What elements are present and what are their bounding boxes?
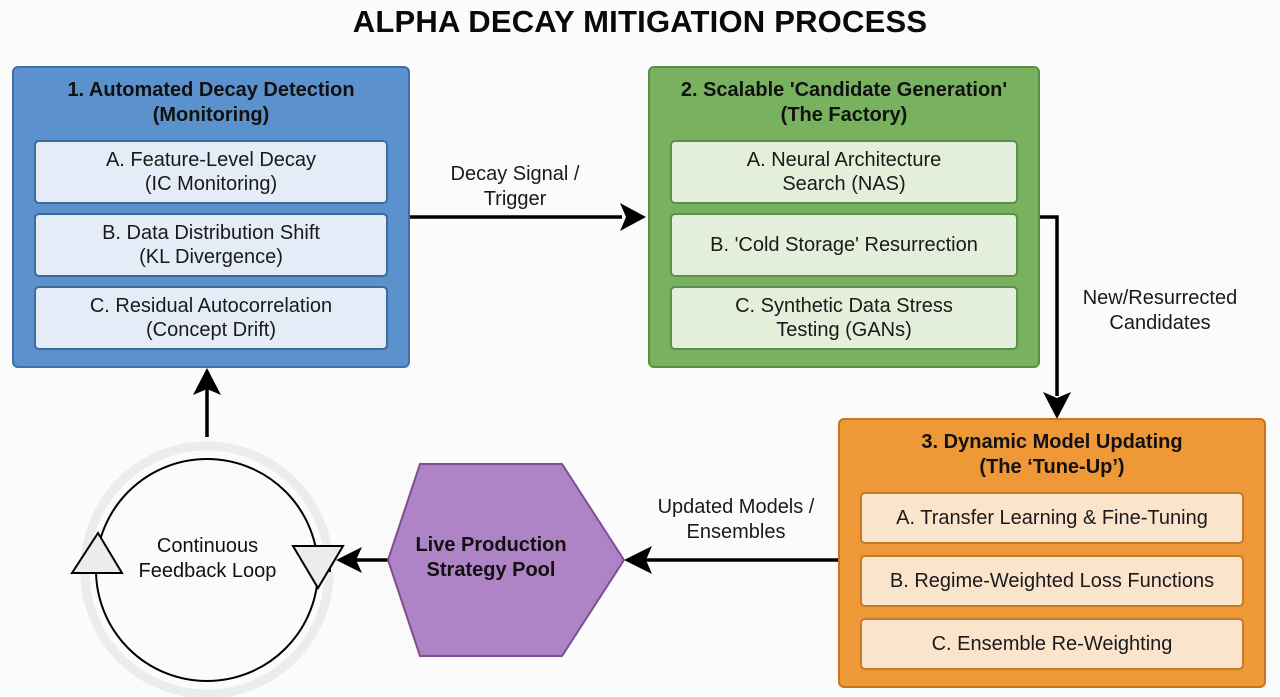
detection-item-residual-autocorrelation: C. Residual Autocorrelation(Concept Drif… xyxy=(34,286,388,350)
arrow-generation-to-updating xyxy=(1040,215,1071,419)
label-line: Continuous xyxy=(156,535,259,557)
stage-updating-heading: 3. Dynamic Model Updating (The ‘Tune-Up’… xyxy=(840,420,1264,480)
item-line: Search (NAS) xyxy=(782,173,906,195)
label-line: Decay Signal / xyxy=(450,163,580,185)
item-line: A. Transfer Learning & Fine-Tuning xyxy=(896,507,1208,529)
arrow-updating-to-pool xyxy=(624,546,838,574)
label-line: New/Resurrected xyxy=(1082,287,1238,309)
heading-line: 1. Automated Decay Detection xyxy=(67,79,355,101)
updating-item-ensemble-reweighting: C. Ensemble Re-Weighting xyxy=(860,618,1244,670)
detection-item-feature-decay: A. Feature-Level Decay(IC Monitoring) xyxy=(34,140,388,204)
stage-generation-panel: 2. Scalable 'Candidate Generation' (The … xyxy=(648,66,1040,368)
heading-line: (The ‘Tune-Up’) xyxy=(979,456,1125,478)
diagram-title: ALPHA DECAY MITIGATION PROCESS xyxy=(352,4,928,39)
arrow-detection-to-generation xyxy=(410,203,646,231)
item-line: B. 'Cold Storage' Resurrection xyxy=(710,234,978,256)
updating-item-transfer-learning: A. Transfer Learning & Fine-Tuning xyxy=(860,492,1244,544)
arrow-pool-to-loop xyxy=(336,547,388,573)
label-line: Strategy Pool xyxy=(426,559,556,581)
cycle-arrows-icon xyxy=(70,441,345,697)
item-line: B. Data Distribution Shift xyxy=(102,222,320,244)
label-line: Live Production xyxy=(415,534,567,556)
generation-item-cold-storage: B. 'Cold Storage' Resurrection xyxy=(670,213,1018,277)
item-line: B. Regime-Weighted Loss Functions xyxy=(889,570,1215,592)
candidates-label: New/Resurrected Candidates xyxy=(1060,286,1260,336)
item-line: (IC Monitoring) xyxy=(144,173,278,195)
stage-detection-heading: 1. Automated Decay Detection (Monitoring… xyxy=(14,68,408,128)
feedback-loop-label: Continuous Feedback Loop xyxy=(110,534,305,584)
item-line: C. Synthetic Data Stress xyxy=(735,295,953,317)
item-line: C. Ensemble Re-Weighting xyxy=(931,633,1173,655)
label-line: Trigger xyxy=(483,188,547,210)
heading-line: 2. Scalable 'Candidate Generation' xyxy=(680,79,1008,101)
strategy-pool-label: Live Production Strategy Pool xyxy=(386,533,596,583)
decay-signal-label: Decay Signal / Trigger xyxy=(420,162,610,212)
stage-generation-heading: 2. Scalable 'Candidate Generation' (The … xyxy=(650,68,1038,128)
heading-line: (Monitoring) xyxy=(152,104,270,126)
item-line: A. Neural Architecture xyxy=(746,149,942,171)
heading-line: (The Factory) xyxy=(780,104,908,126)
label-line: Feedback Loop xyxy=(138,560,277,582)
item-line: (Concept Drift) xyxy=(145,319,276,341)
heading-line: 3. Dynamic Model Updating xyxy=(921,431,1183,453)
label-line: Candidates xyxy=(1109,312,1211,334)
updating-item-regime-loss: B. Regime-Weighted Loss Functions xyxy=(860,555,1244,607)
item-line: Testing (GANs) xyxy=(776,319,912,341)
stage-detection-panel: 1. Automated Decay Detection (Monitoring… xyxy=(12,66,410,368)
stage-updating-panel: 3. Dynamic Model Updating (The ‘Tune-Up’… xyxy=(838,418,1266,688)
strategy-pool-hexagon xyxy=(386,463,626,657)
item-line: (KL Divergence) xyxy=(139,246,283,268)
detection-item-distribution-shift: B. Data Distribution Shift(KL Divergence… xyxy=(34,213,388,277)
arrow-loop-to-detection xyxy=(193,368,221,437)
item-line: C. Residual Autocorrelation xyxy=(89,295,333,317)
updated-models-label: Updated Models / Ensembles xyxy=(636,495,836,545)
label-line: Ensembles xyxy=(686,521,786,543)
item-line: A. Feature-Level Decay xyxy=(105,149,317,171)
label-line: Updated Models / xyxy=(657,496,815,518)
